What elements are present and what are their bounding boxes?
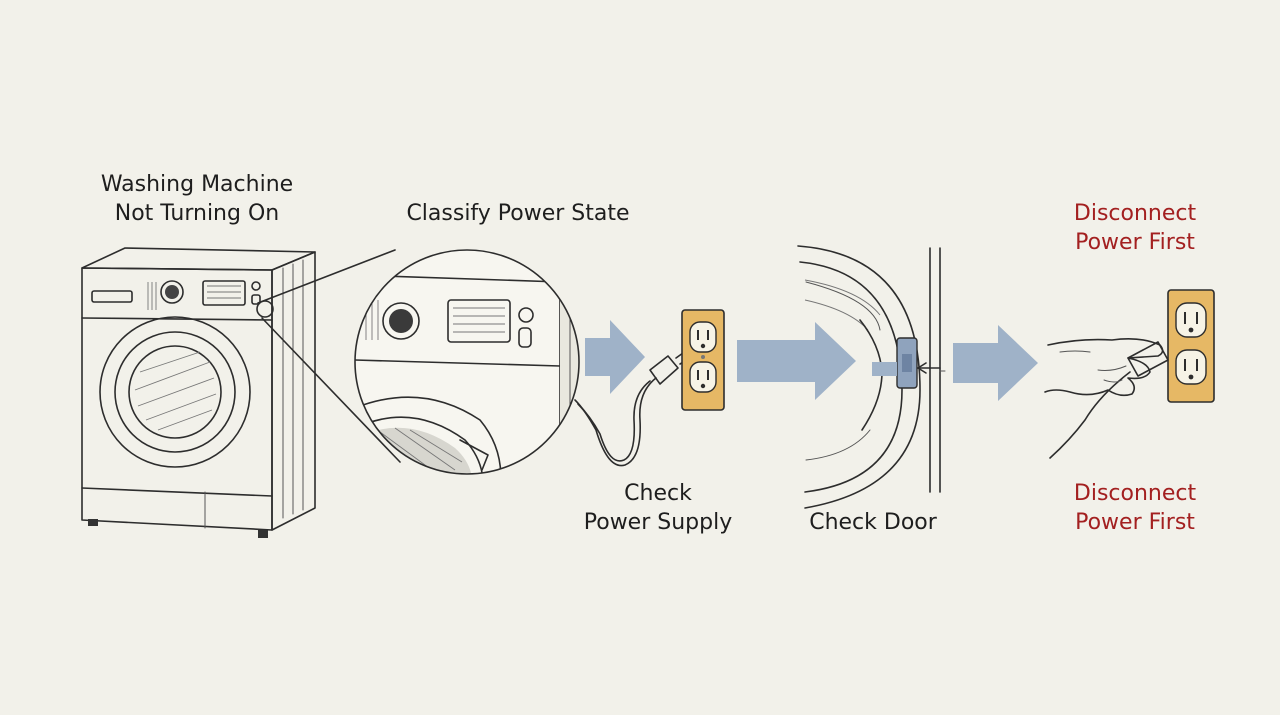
hand-unplugging-icon: [1044, 338, 1169, 459]
disconnect-top-line-2: Power First: [1075, 230, 1195, 255]
magnifier-detail-icon: [354, 249, 580, 475]
flow-arrow-icon: [585, 320, 645, 394]
washing-machine-icon: [81, 247, 401, 538]
classify-label-text: Classify Power State: [406, 201, 630, 226]
classify-power-state-label: Classify Power State: [378, 199, 658, 228]
check-door-label: Check Door: [793, 508, 953, 537]
title-line-1: Washing Machine: [100, 172, 294, 197]
power-outlet-icon: [681, 309, 725, 411]
disconnect-top-line-1: Disconnect: [1073, 201, 1197, 226]
check-power-supply-label: Check Power Supply: [560, 479, 756, 537]
disconnect-bottom-line-1: Disconnect: [1073, 481, 1197, 506]
title-label: Washing Machine Not Turning On: [72, 170, 322, 228]
disconnect-power-top-label: Disconnect Power First: [1050, 199, 1220, 257]
flow-arrow-icon: [953, 325, 1038, 401]
power-cord: [574, 377, 657, 467]
disconnect-bottom-line-2: Power First: [1075, 510, 1195, 535]
disconnect-power-bottom-label: Disconnect Power First: [1050, 479, 1220, 537]
title-line-2: Not Turning On: [114, 201, 280, 226]
power-outlet-icon: [1167, 289, 1215, 403]
check-door-text: Check Door: [809, 510, 937, 535]
door-latch-icon: [797, 245, 946, 509]
flow-arrow-icon: [737, 322, 856, 400]
check-power-line-1: Check: [624, 481, 692, 506]
check-power-line-2: Power Supply: [583, 510, 733, 535]
